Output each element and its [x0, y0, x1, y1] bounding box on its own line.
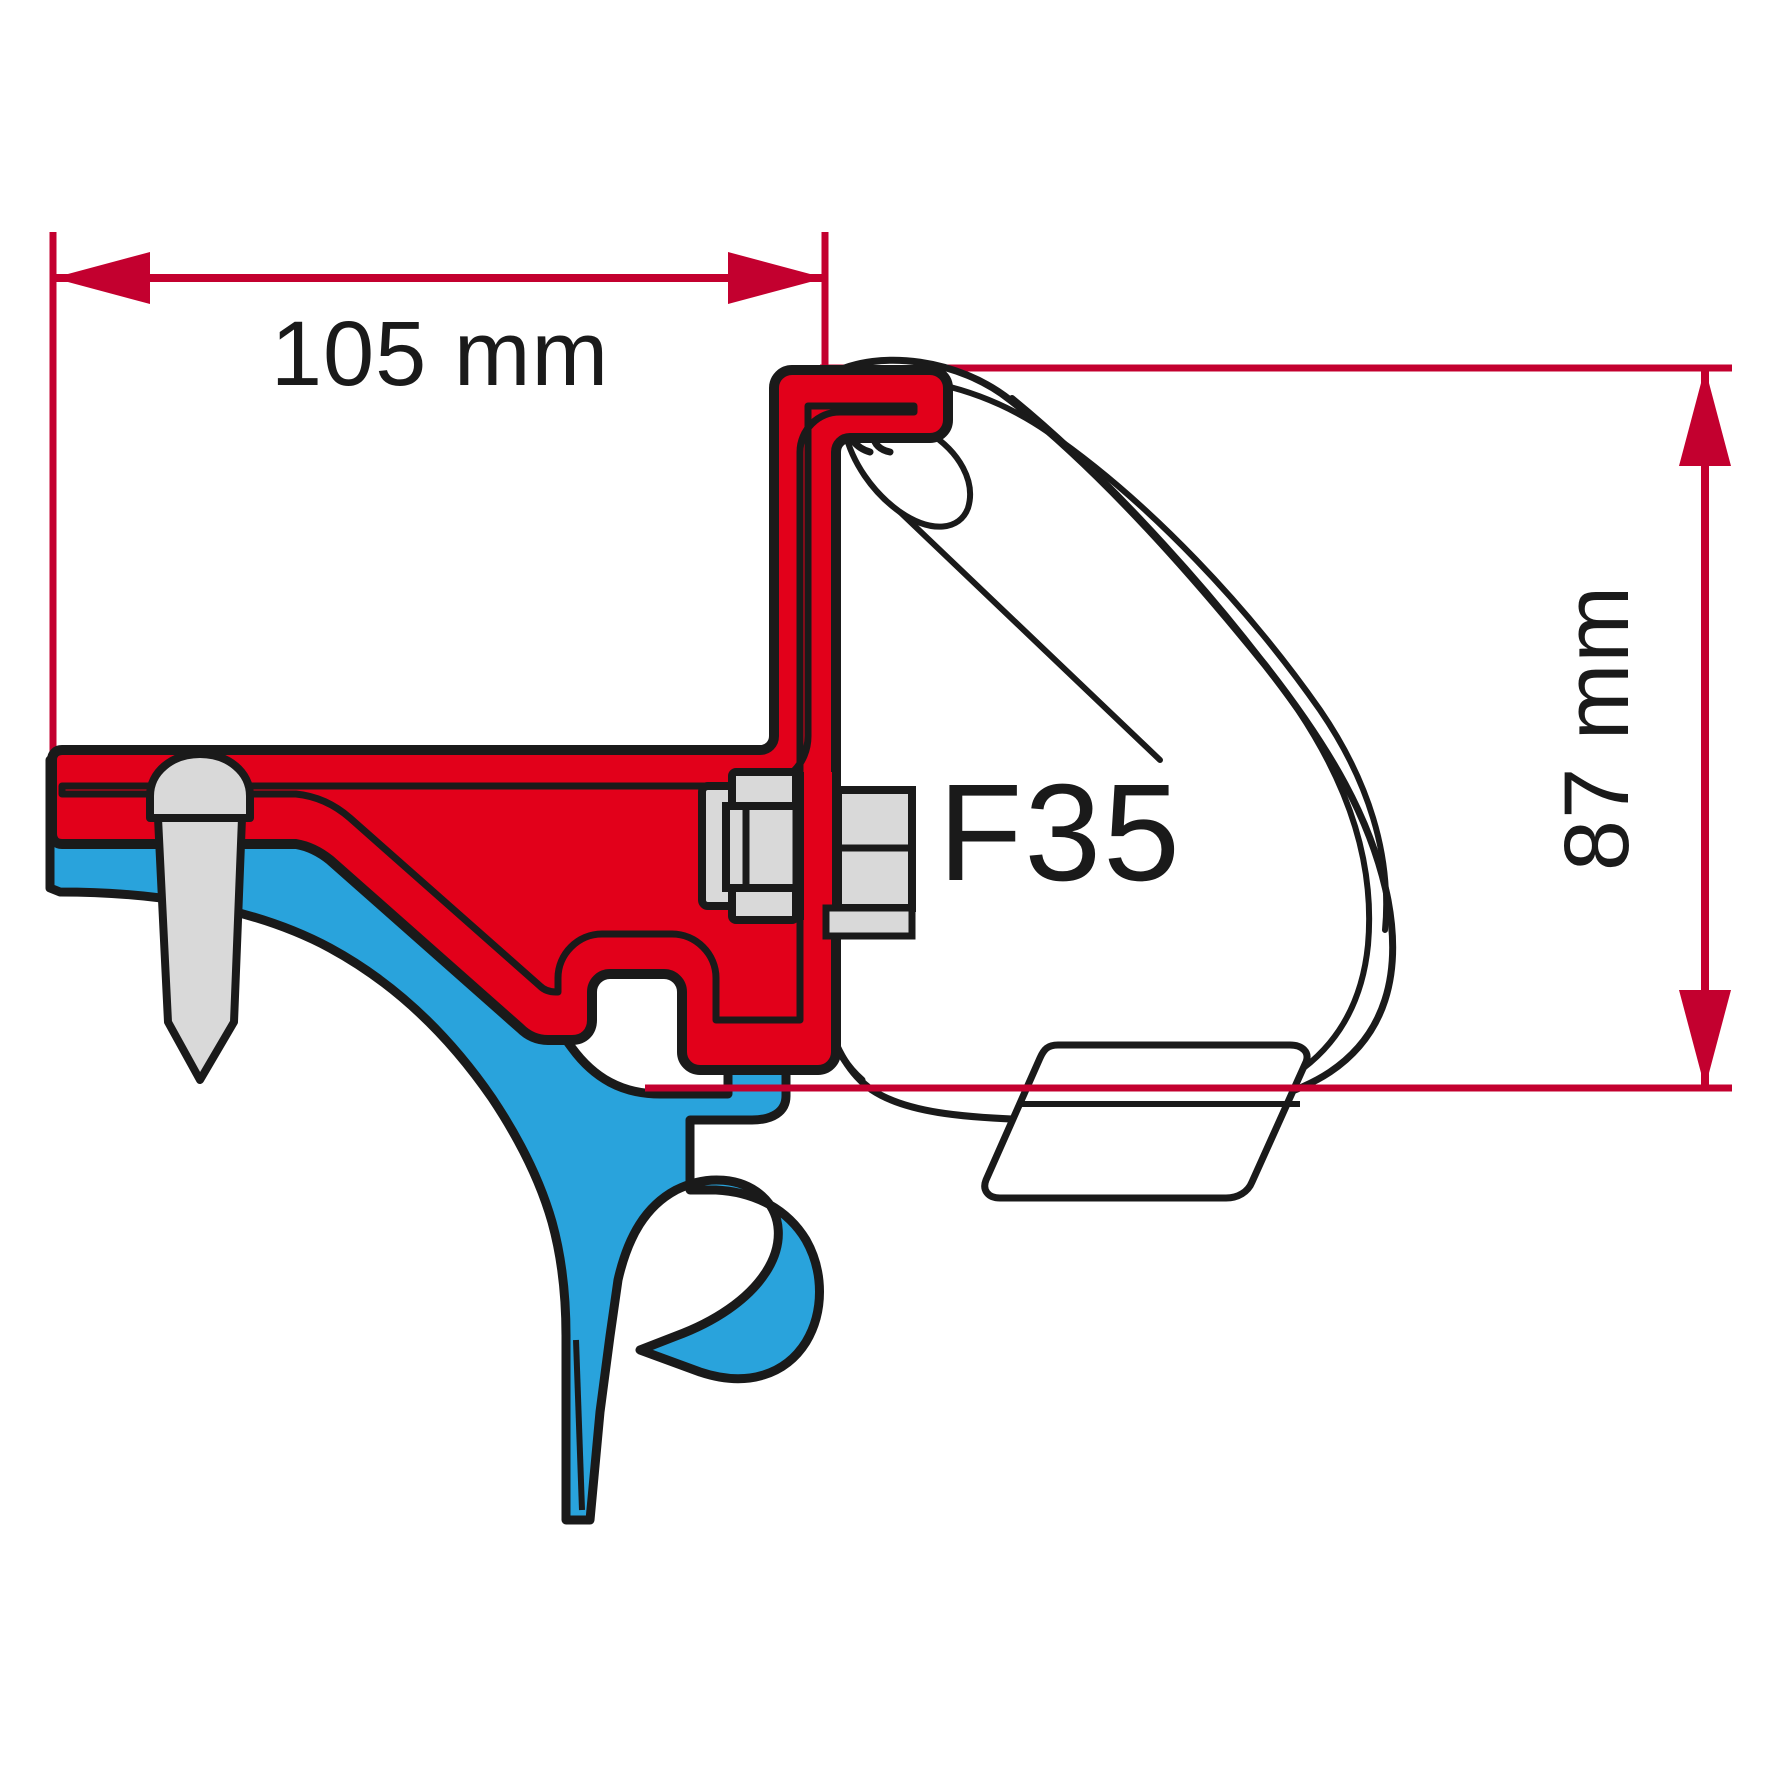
arrowhead-left-icon	[53, 252, 150, 304]
fixing-screw	[146, 750, 254, 1084]
fixing-screw-shank	[154, 814, 246, 1084]
adapter-bracket-inner-contour	[58, 402, 918, 1024]
awning-case-roll-line	[1009, 395, 1373, 1101]
bracket-web-through-bolt	[800, 772, 836, 920]
lead-bar	[981, 1041, 1311, 1202]
awning-model-label: F35	[938, 756, 1182, 910]
arrowhead-right-icon	[728, 252, 825, 304]
arrowhead-down-icon	[1679, 990, 1731, 1088]
fixing-screw-head	[146, 750, 254, 822]
bolt-backing-plate	[822, 904, 916, 940]
dimension-105mm: 105 mm	[49, 232, 829, 790]
lead-bar-body	[981, 1041, 1311, 1202]
dimension-label-width: 105 mm	[271, 303, 609, 405]
dimension-label-height: 87 mm	[1546, 585, 1648, 871]
roof-rail-tail-seam	[573, 1339, 585, 1511]
bolt-nut-assembly	[698, 768, 916, 940]
arrowhead-up-icon	[1679, 368, 1731, 466]
awning-case-strut	[897, 509, 1163, 763]
